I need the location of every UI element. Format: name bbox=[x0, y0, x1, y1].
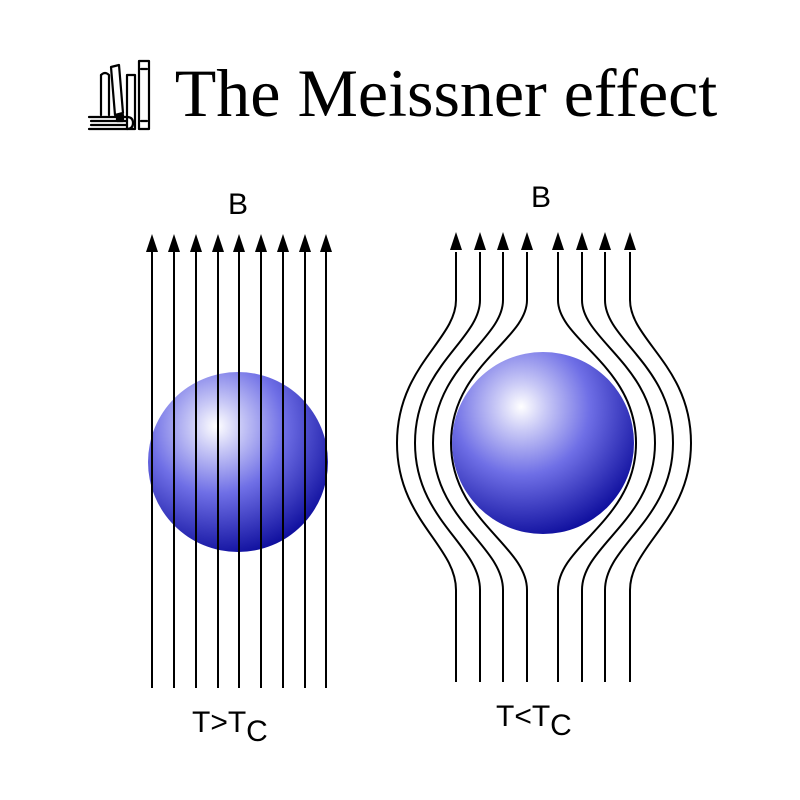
field-arrow bbox=[277, 234, 289, 252]
page-title: The Meissner effect bbox=[174, 55, 718, 131]
field-arrow bbox=[450, 232, 462, 250]
temp-label-normal: T>TC bbox=[192, 706, 268, 748]
field-line bbox=[395, 252, 457, 682]
field-arrow bbox=[320, 234, 332, 252]
field-arrow bbox=[146, 234, 158, 252]
field-line bbox=[557, 252, 638, 682]
field-arrow bbox=[552, 232, 564, 250]
field-label-superconducting: B bbox=[531, 181, 551, 214]
field-line bbox=[431, 252, 504, 682]
field-arrow bbox=[168, 234, 180, 252]
field-arrow bbox=[212, 234, 224, 252]
field-lines-superconducting bbox=[395, 232, 693, 682]
field-arrow bbox=[255, 234, 267, 252]
field-arrow bbox=[576, 232, 588, 250]
sphere-superconducting bbox=[452, 352, 634, 534]
field-arrow bbox=[474, 232, 486, 250]
field-arrow bbox=[190, 234, 202, 252]
field-line bbox=[413, 252, 481, 682]
field-arrow bbox=[299, 234, 311, 252]
field-arrow bbox=[599, 232, 611, 250]
panel-normal-state: B T>TC bbox=[146, 188, 332, 748]
field-line bbox=[604, 252, 675, 682]
books-icon bbox=[87, 59, 150, 131]
temp-label-superconducting: T<TC bbox=[496, 700, 572, 742]
field-lines-normal bbox=[146, 234, 332, 688]
title-bar: The Meissner effect bbox=[0, 38, 800, 148]
field-label-normal: B bbox=[228, 188, 248, 221]
field-line bbox=[629, 252, 693, 682]
field-arrow bbox=[624, 232, 636, 250]
field-arrow bbox=[521, 232, 533, 250]
field-arrow bbox=[497, 232, 509, 250]
field-line bbox=[581, 252, 657, 682]
field-line bbox=[449, 252, 528, 682]
field-arrow bbox=[233, 234, 245, 252]
panel-superconducting-state: B T<TC bbox=[395, 181, 693, 742]
